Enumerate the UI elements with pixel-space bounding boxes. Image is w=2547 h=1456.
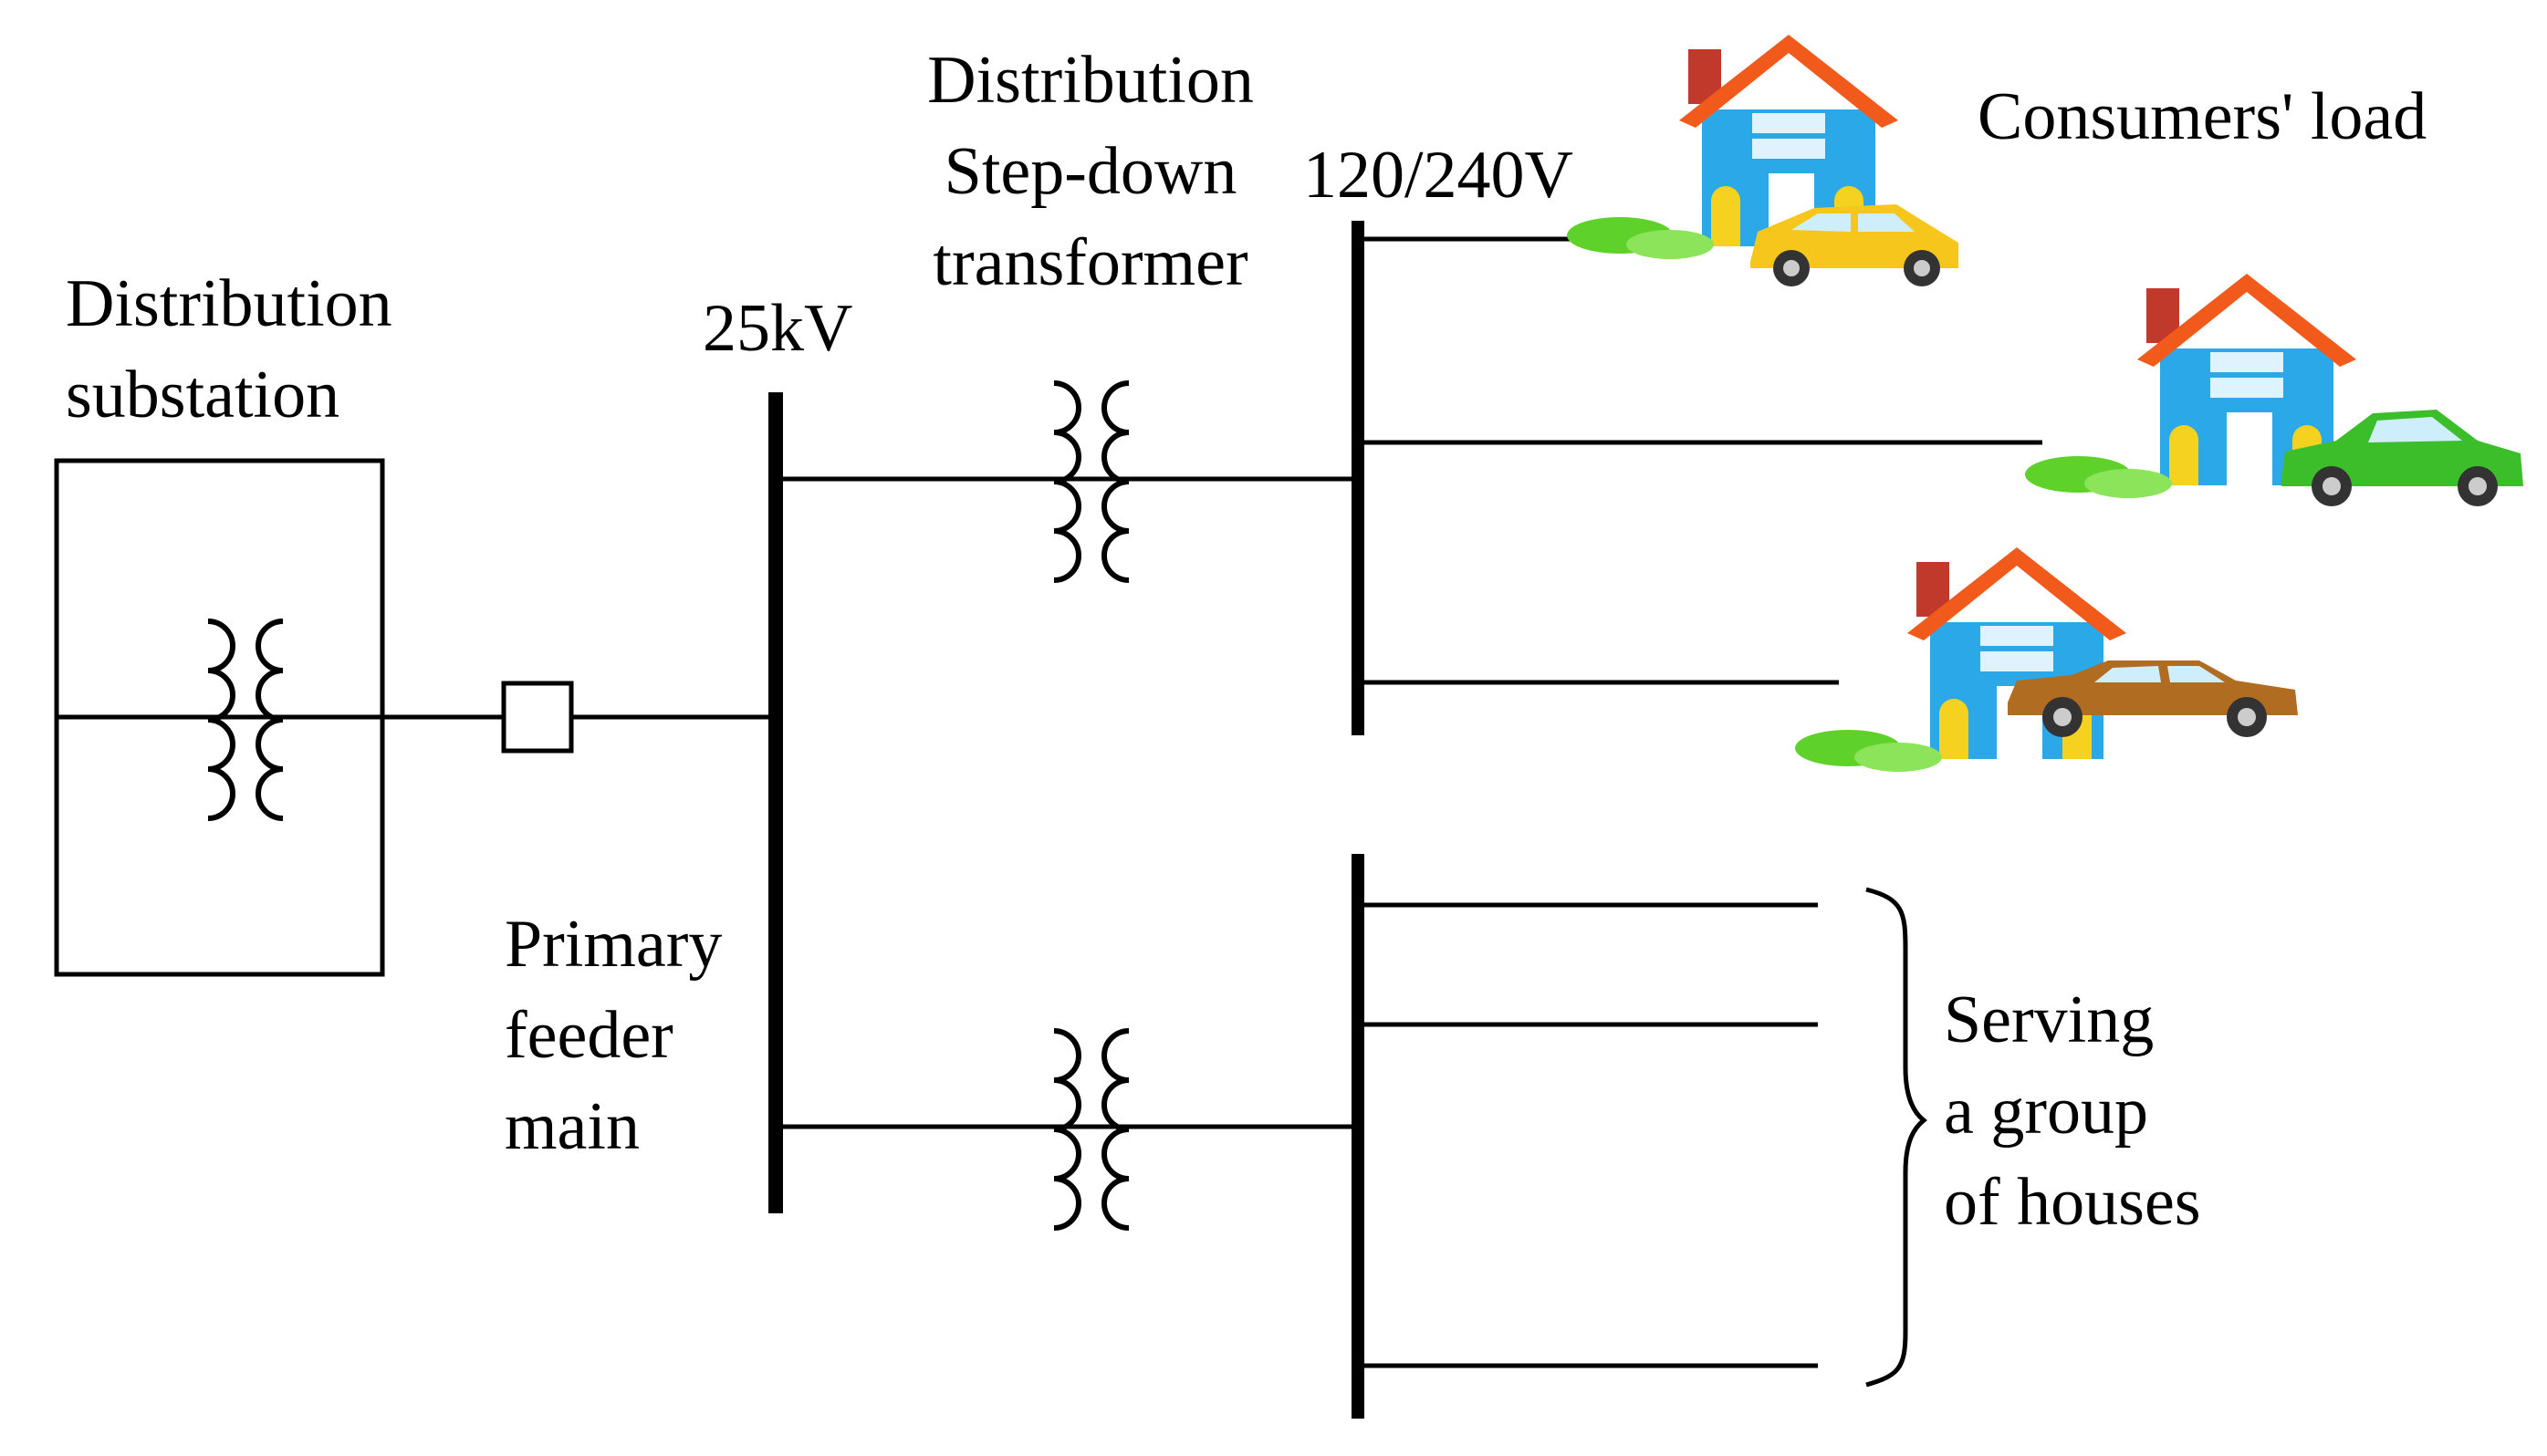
car-icon-brown xyxy=(2008,660,2298,737)
house-icon-3 xyxy=(1795,547,2126,772)
transformer-label-line2: Step-down xyxy=(944,134,1237,209)
circuit-breaker-icon xyxy=(501,681,574,754)
serving-label-line3: of houses xyxy=(1944,1165,2201,1240)
serving-label-line2: a group xyxy=(1944,1074,2148,1149)
primary-voltage-label: 25kV xyxy=(703,291,853,366)
consumers-load-label: Consumers' load xyxy=(1978,79,2427,154)
transformer-label-line1: Distribution xyxy=(927,43,1254,118)
upper-transformer-coil-icon xyxy=(1054,383,1129,580)
secondary-voltage-label: 120/240V xyxy=(1303,138,1573,213)
serving-label-line1: Serving xyxy=(1944,983,2155,1057)
substation-label-line1: Distribution xyxy=(66,266,392,341)
feeder-label-line3: main xyxy=(505,1089,640,1164)
car-icon-yellow xyxy=(1750,204,1958,286)
feeder-label-line2: feeder xyxy=(505,998,673,1073)
car-icon-green xyxy=(2281,410,2523,506)
feeder-label-line1: Primary xyxy=(505,907,723,982)
substation-transformer-coil-icon xyxy=(208,621,283,818)
right-brace-icon xyxy=(1865,887,1927,1388)
lower-transformer-coil-icon xyxy=(1054,1031,1129,1228)
substation-label-line2: substation xyxy=(66,358,340,432)
transformer-label-line3: transformer xyxy=(933,225,1248,300)
